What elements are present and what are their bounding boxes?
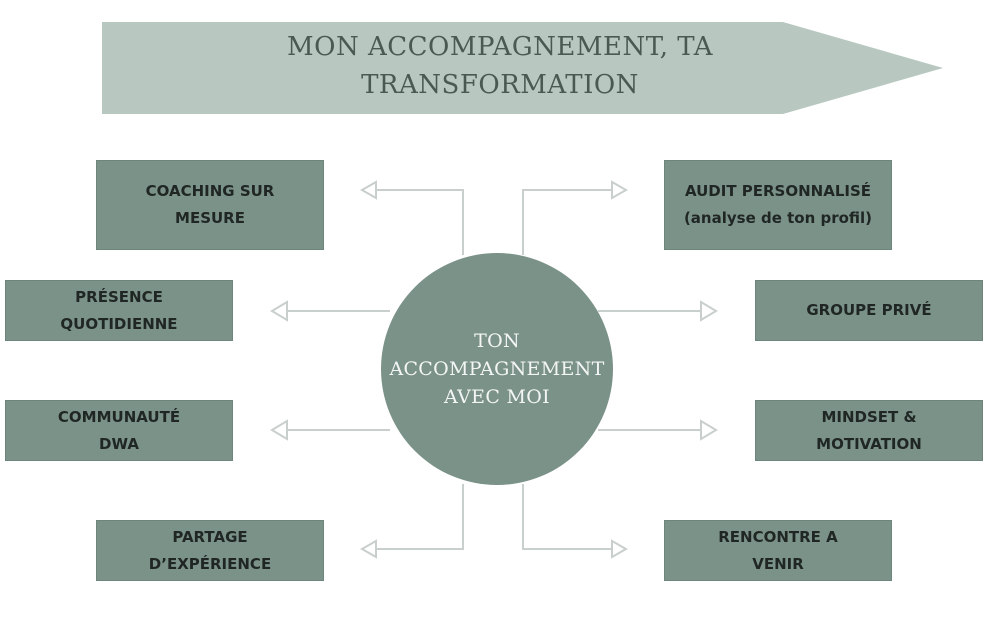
arrowhead-groupe: [700, 300, 718, 322]
center-label: TON ACCOMPAGNEMENT AVEC MOI: [389, 330, 605, 408]
arrowhead-mindset: [700, 419, 718, 441]
arrowhead-rencontre: [611, 539, 629, 559]
box-mindset: MINDSET & MOTIVATION: [755, 400, 983, 461]
box-label: GROUPE PRIVÉ: [806, 301, 932, 319]
box-presence: PRÉSENCE QUOTIDIENNE: [5, 280, 233, 341]
title-banner-arrow: [102, 22, 943, 114]
banner-arrow-shape: [102, 22, 943, 114]
arrowhead-presence: [270, 300, 288, 322]
arrowhead-communaute: [270, 419, 288, 441]
box-label: COACHING SUR MESURE: [145, 182, 275, 227]
connector-audit: [522, 189, 612, 255]
arrowhead-partage: [359, 539, 377, 559]
box-partage: PARTAGE D’EXPÉRIENCE: [96, 520, 324, 581]
arrowhead-audit: [611, 180, 629, 200]
box-label: AUDIT PERSONNALISÉ (analyse de ton profi…: [683, 182, 873, 227]
page-title: MON ACCOMPAGNEMENT, TA TRANSFORMATION: [287, 32, 713, 100]
box-label: RENCONTRE A VENIR: [718, 527, 838, 573]
box-label: COMMUNAUTÉ DWA: [57, 407, 181, 453]
box-communaute: COMMUNAUTÉ DWA: [5, 400, 233, 461]
box-label: MINDSET & MOTIVATION: [816, 407, 922, 453]
box-audit: AUDIT PERSONNALISÉ (analyse de ton profi…: [664, 160, 892, 250]
center-circle: TON ACCOMPAGNEMENT AVEC MOI: [381, 253, 613, 485]
arrowhead-coaching: [359, 180, 377, 200]
box-label: PRÉSENCE QUOTIDIENNE: [60, 287, 178, 333]
box-label: PARTAGE D’EXPÉRIENCE: [148, 527, 272, 573]
connector-partage: [376, 484, 464, 550]
connector-rencontre: [522, 484, 612, 550]
box-rencontre: RENCONTRE A VENIR: [664, 520, 892, 581]
box-coaching: COACHING SUR MESURE: [96, 160, 324, 250]
connector-coaching: [376, 189, 464, 255]
box-groupe: GROUPE PRIVÉ: [755, 280, 983, 341]
